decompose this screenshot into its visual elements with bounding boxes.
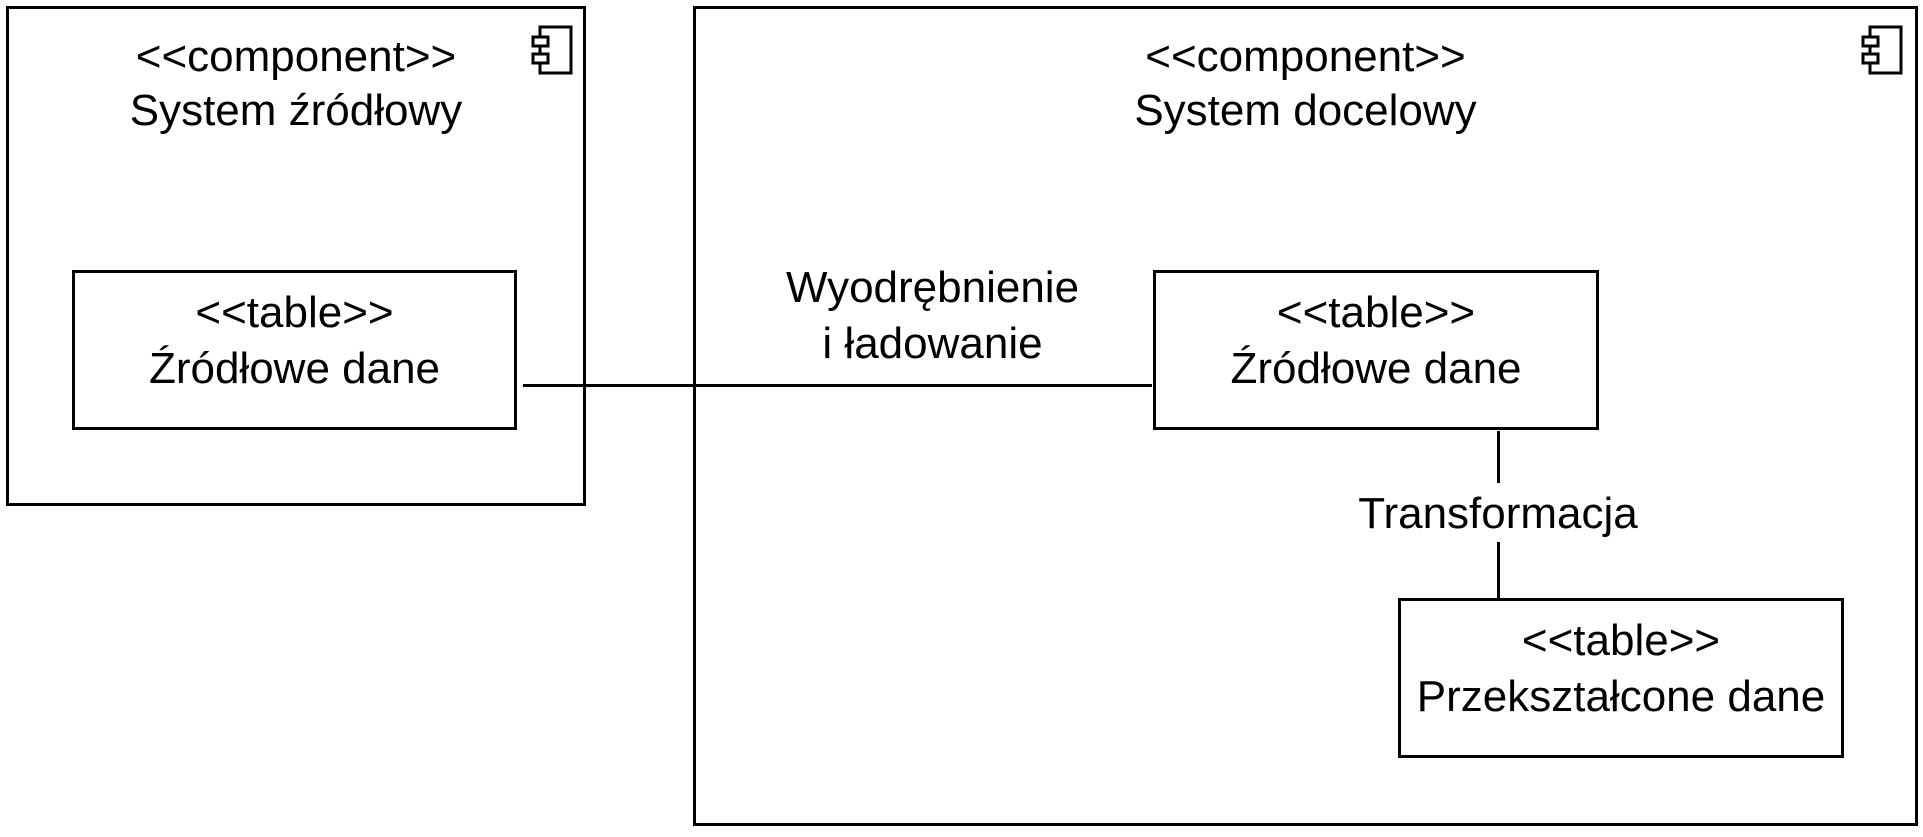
transformed-table-stereotype: <<table>> [1521,616,1721,665]
target-component-stereotype: <<component>> [1145,32,1466,81]
extract-load-label-line1: Wyodrębnienie [785,263,1080,312]
transform-connector-bottom [1497,542,1500,598]
source-component[interactable]: <<component>> System źródłowy [6,6,586,506]
source-table-name: Źródłowe dane [148,344,441,393]
transform-connector-top [1497,431,1500,483]
source-component-name: System źródłowy [129,86,463,135]
source-table-stereotype: <<table>> [195,288,394,337]
transformed-table-name: Przekształcone dane [1416,672,1826,721]
source-table[interactable]: <<table>> Źródłowe dane [72,270,517,430]
extract-load-label-line2: i ładowanie [822,319,1043,368]
transformed-table[interactable]: <<table>> Przekształcone dane [1398,598,1844,758]
extract-load-connector [523,384,1152,387]
source-component-stereotype: <<component>> [135,32,457,81]
target-source-table[interactable]: <<table>> Źródłowe dane [1153,270,1599,430]
target-source-table-name: Źródłowe dane [1230,344,1522,393]
target-source-table-stereotype: <<table>> [1276,288,1476,337]
component-icon [531,25,573,75]
component-icon [1861,25,1903,75]
transform-label: Transformacja [1358,489,1638,538]
target-component-name: System docelowy [1134,86,1477,135]
